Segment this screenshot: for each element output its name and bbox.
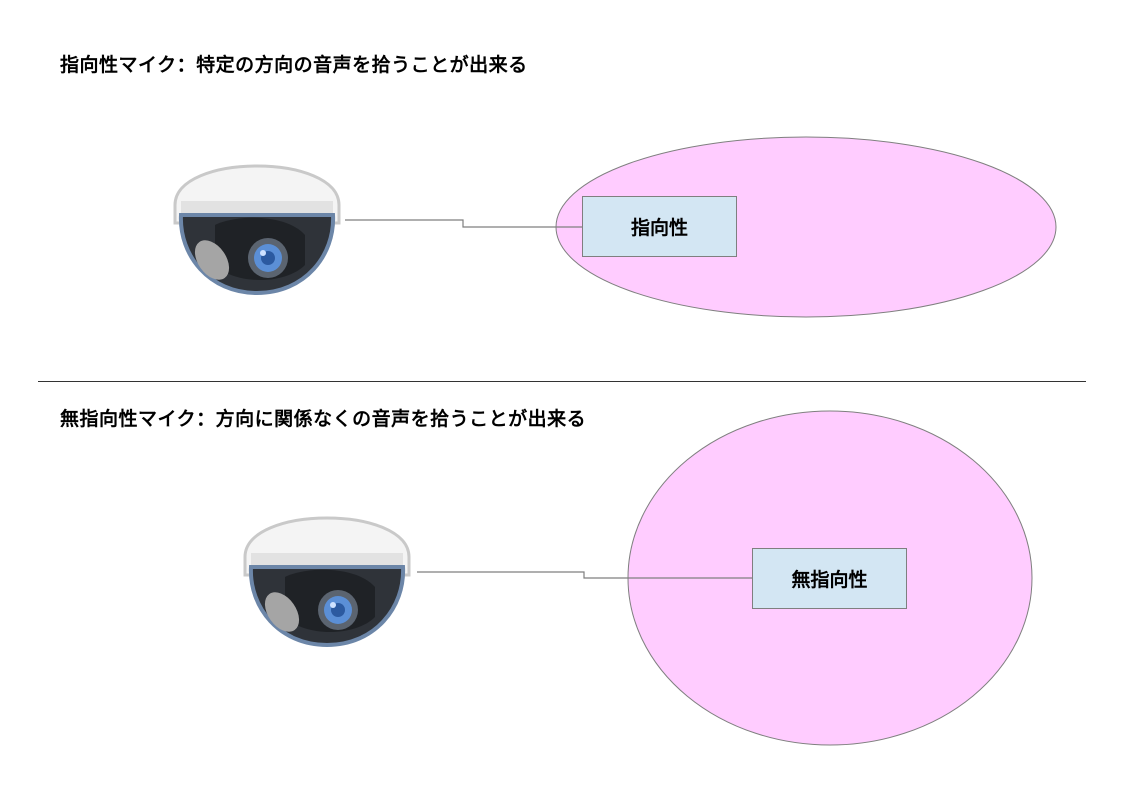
heading-omnidirectional-mic: 無指向性マイク：方向に関係なくの音声を拾うことが出来る [60, 408, 587, 430]
heading-directional-mic: 指向性マイク：特定の方向の音声を拾うことが出来る [60, 54, 528, 76]
omnidirectional-connector-line [417, 571, 752, 579]
dome-camera-icon [173, 164, 341, 295]
directional-connector-line [345, 219, 582, 228]
directional-label-box: 指向性 [582, 196, 737, 257]
dome-camera-icon [243, 516, 411, 647]
section-divider [38, 381, 1086, 382]
omnidirectional-label-box: 無指向性 [752, 548, 907, 609]
